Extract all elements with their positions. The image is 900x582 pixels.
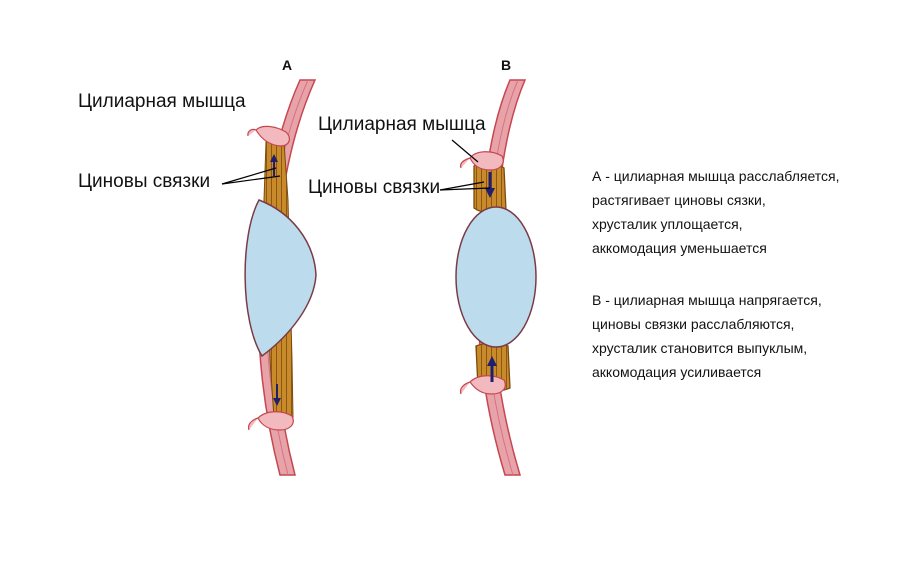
panel-a-letter: A (282, 57, 292, 73)
caption-b-line: циновы связки расслабляются, (592, 316, 795, 332)
panel-a-ligament-leader-2 (221, 175, 281, 185)
panel-a-ligaments-label: Циновы связки (78, 171, 211, 192)
panel-b-muscle-label: Цилиарная мышца (318, 114, 486, 135)
panel-a-arrow-down (273, 384, 281, 406)
panel-b-arrow-down (485, 172, 495, 198)
panel-a: A (221, 57, 317, 476)
caption-b-line: хрусталик становится выпуклым, (592, 340, 808, 356)
caption-a-line: хрусталик уплощается, (592, 216, 743, 232)
caption-a-line: аккомодация уменьшается (592, 240, 767, 256)
panel-a-ligament-leader-1 (221, 167, 277, 185)
panel-a-muscle-label: Цилиарная мышца (78, 91, 246, 112)
caption-a: А - цилиарная мышца расслабляется, растя… (592, 164, 892, 260)
panel-a-ciliary-muscle-bottom (247, 411, 294, 431)
panel-b-muscle-leader (451, 139, 479, 163)
caption: А - цилиарная мышца расслабляется, растя… (592, 164, 892, 412)
panel-b-ciliary-muscle-top (459, 151, 504, 171)
caption-a-line: А - цилиарная мышца расслабляется, (592, 168, 840, 184)
caption-b-line: В - цилиарная мышца напрягается, (592, 292, 822, 308)
caption-b: В - цилиарная мышца напрягается, циновы … (592, 288, 892, 384)
panel-b-ligaments-label: Циновы связки (308, 177, 441, 198)
panel-a-ciliary-muscle-top (247, 125, 290, 147)
panel-b: B (439, 57, 537, 476)
panel-a-lens (244, 199, 317, 358)
panel-b-lens (455, 206, 537, 348)
caption-a-line: растягивает циновы сязки, (592, 192, 766, 208)
panel-b-ligament-leader-2 (439, 187, 491, 191)
panel-b-ligament-leader-1 (439, 181, 485, 191)
panel-b-letter: B (501, 57, 511, 73)
panel-b-arrow-up (487, 356, 497, 382)
caption-b-line: аккомодация усиливается (592, 364, 762, 380)
panel-b-ciliary-muscle-bottom (459, 375, 506, 395)
